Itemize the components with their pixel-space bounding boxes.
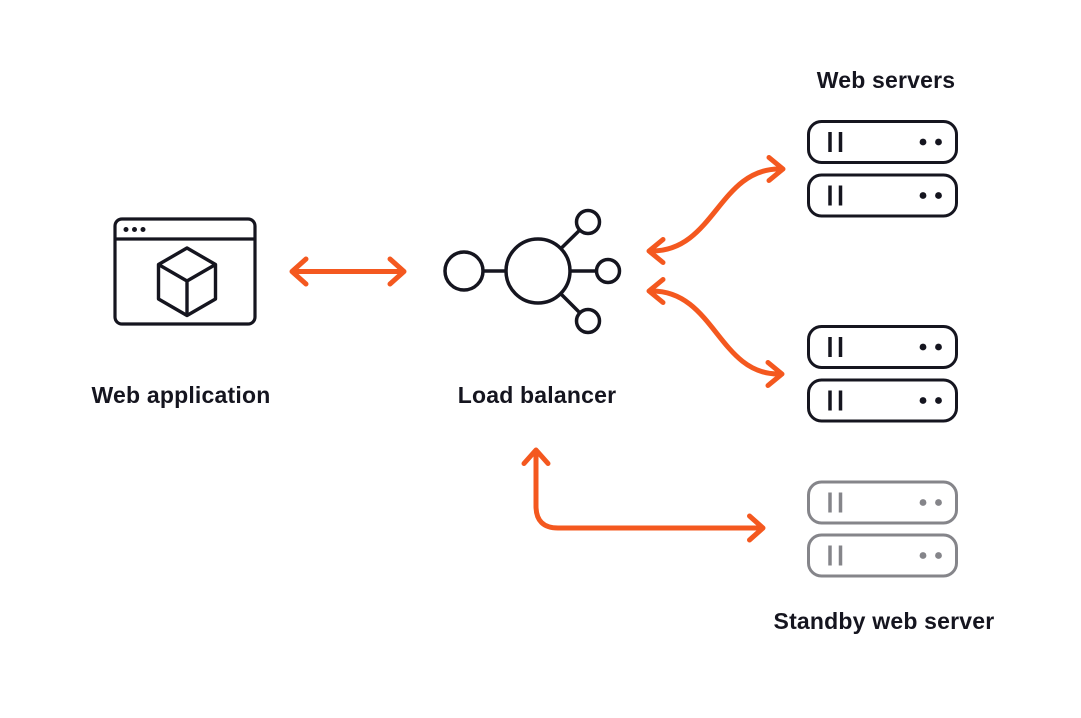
arrow-loadbalancer-servers-1 <box>646 155 786 265</box>
server-icon <box>807 173 958 218</box>
server-icon <box>807 120 958 164</box>
server-icon <box>807 378 958 423</box>
browser-cube-icon <box>113 217 257 326</box>
arrow-loadbalancer-servers-2 <box>646 277 785 388</box>
arrow-webapp-loadbalancer <box>289 256 407 287</box>
standby-server-icon <box>807 533 958 578</box>
load-balancer-label: Load balancer <box>457 382 617 408</box>
standby-web-server-label: Standby web server <box>773 608 995 634</box>
hub-icon <box>443 208 622 335</box>
server-icon <box>807 325 958 369</box>
standby-server-icon <box>807 480 958 525</box>
web-application-label: Web application <box>91 382 271 408</box>
cube-icon <box>156 246 218 318</box>
web-servers-label: Web servers <box>816 67 956 93</box>
arrow-loadbalancer-standby <box>521 447 766 543</box>
